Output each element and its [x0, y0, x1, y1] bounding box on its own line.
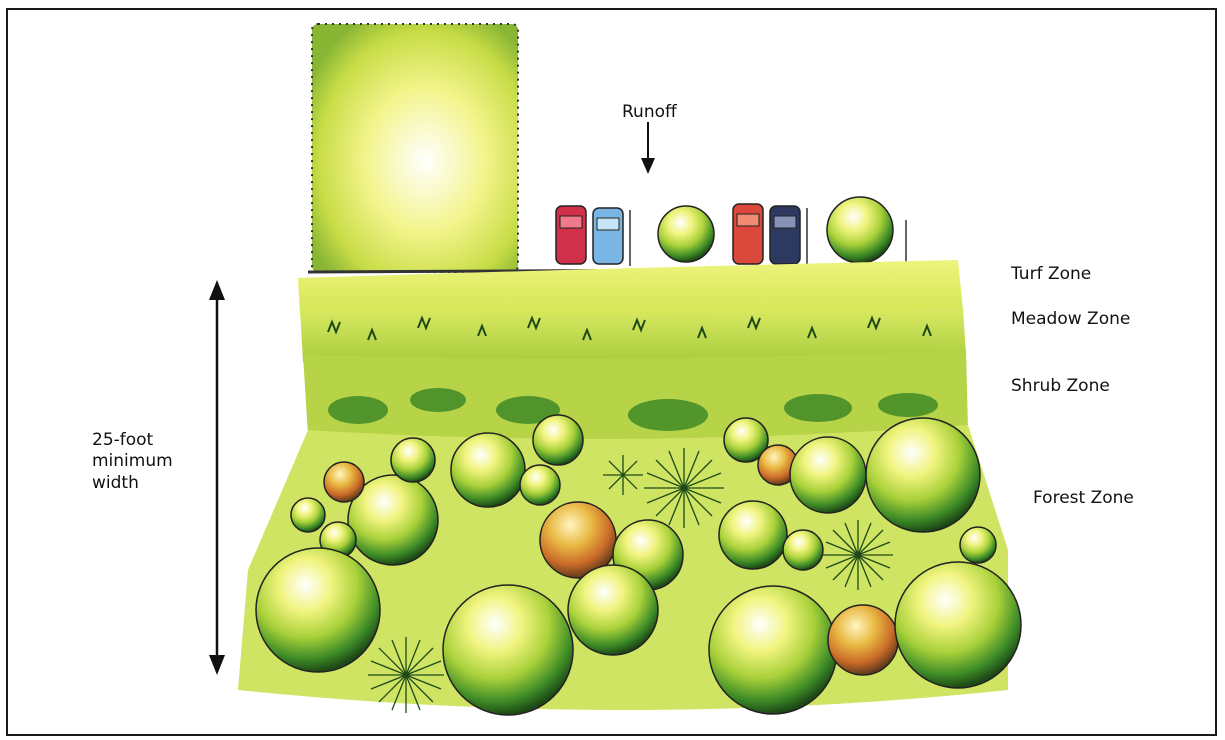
runoff-arrow — [641, 122, 655, 174]
parking-area — [556, 197, 906, 266]
small-tree — [827, 197, 893, 263]
width-label: 25-foot minimum width — [92, 430, 212, 494]
shrub-zone-label: Shrub Zone — [1011, 376, 1110, 397]
shrub-zone-band — [303, 350, 968, 441]
car-navy — [770, 206, 800, 264]
car-orange-red — [733, 204, 763, 264]
car-blue — [593, 208, 623, 264]
building-footprint — [312, 24, 518, 272]
diagram-frame: Runoff Turf Zone Meadow Zone Shrub Zone … — [6, 8, 1217, 736]
car-red — [556, 206, 586, 264]
turf-zone-label: Turf Zone — [1011, 264, 1091, 285]
forest-zone-label: Forest Zone — [1033, 488, 1134, 509]
runoff-label: Runoff — [622, 102, 677, 123]
meadow-zone-label: Meadow Zone — [1011, 309, 1130, 330]
small-tree — [658, 206, 714, 262]
riparian-buffer-illustration — [8, 10, 1217, 736]
